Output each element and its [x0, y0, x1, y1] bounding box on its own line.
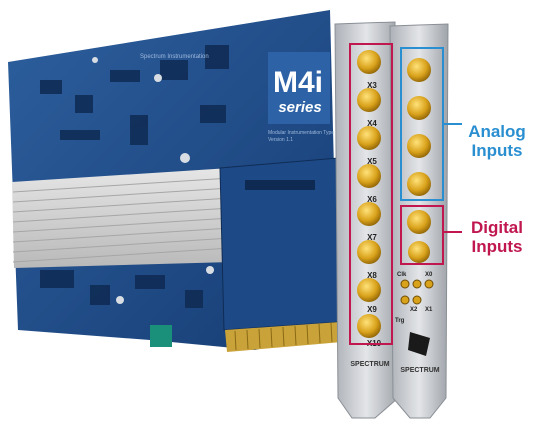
pcb-components — [40, 45, 229, 308]
spectrum-logo-icon — [408, 332, 430, 356]
sma-connector-x8[interactable] — [357, 278, 381, 302]
board-label-2: Version 1.1 — [268, 137, 293, 143]
connector-label: X6 — [367, 195, 377, 204]
sma-connector-analog-1[interactable] — [407, 58, 431, 82]
green-tab — [150, 325, 172, 347]
connector-label: X9 — [367, 305, 377, 314]
connector-label: X7 — [367, 233, 377, 242]
digital-inputs-callout: Digital Inputs — [463, 218, 531, 256]
sma-connector-digital-1[interactable] — [407, 210, 431, 234]
sma-connector-x7[interactable] — [357, 240, 381, 264]
sma-connector-x6[interactable] — [357, 202, 381, 226]
digital-inputs-outline — [400, 205, 444, 265]
series-badge-title: M4i — [273, 66, 323, 99]
left-bracket-footer: SPECTRUM — [350, 361, 389, 368]
series-badge — [268, 52, 330, 124]
digital-inputs-left-outline — [349, 43, 393, 345]
sma-connector-x9[interactable] — [357, 314, 381, 338]
sma-connector-analog-3[interactable] — [407, 134, 431, 158]
right-sma-connectors — [407, 58, 431, 263]
digital-callout-line2: Inputs — [471, 237, 523, 256]
analog-callout-line2: Inputs — [471, 141, 523, 160]
analog-inputs-callout: Analog Inputs — [463, 122, 531, 160]
digital-callout-line1: Digital — [471, 218, 523, 237]
left-sma-connectors — [357, 50, 381, 338]
sma-connector-x5[interactable] — [357, 164, 381, 188]
small-label: X1 — [425, 307, 433, 313]
ribbon-cable-lines — [12, 177, 232, 263]
small-label: X0 — [425, 272, 433, 278]
daughter-board-chip — [245, 180, 315, 190]
series-badge-subtitle: series — [278, 99, 321, 116]
right-bracket-small-labels: Clk X0 X1 X2 Trg — [395, 272, 433, 324]
sma-connector-x4[interactable] — [357, 126, 381, 150]
board-label-1: Modular Instrumentation Type — [268, 130, 334, 136]
connector-label: X3 — [367, 81, 377, 90]
board-brand-text: Spectrum Instrumentation — [140, 54, 209, 60]
small-label: Clk — [397, 272, 407, 278]
connector-label: X8 — [367, 271, 377, 280]
small-label: X2 — [410, 307, 418, 313]
analog-callout-line1: Analog — [468, 122, 526, 141]
sma-connector-digital-2[interactable] — [408, 241, 430, 263]
right-bracket-footer: SPECTRUM — [400, 367, 439, 374]
mini-connectors — [400, 279, 434, 305]
connector-label: X4 — [367, 119, 377, 128]
pcie-pins — [234, 322, 333, 351]
sma-connector-x2[interactable] — [357, 50, 381, 74]
sma-connector-analog-2[interactable] — [407, 96, 431, 120]
connector-label: X5 — [367, 157, 377, 166]
sma-connector-analog-4[interactable] — [407, 172, 431, 196]
ribbon-cable — [12, 168, 232, 268]
small-label: Trg — [395, 318, 405, 324]
sma-connector-x3[interactable] — [357, 88, 381, 112]
